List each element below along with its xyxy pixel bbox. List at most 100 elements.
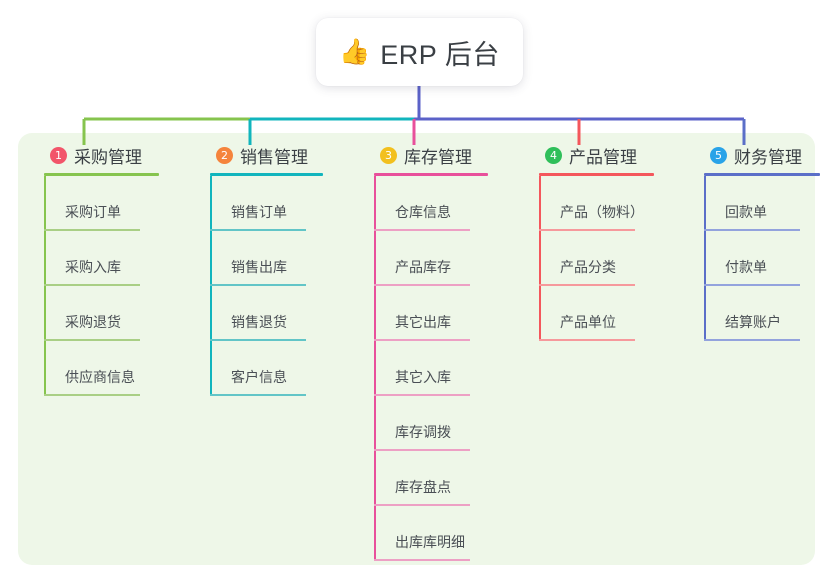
branch-item-rule <box>44 339 140 341</box>
branch-item[interactable]: 库存调拨 <box>362 396 488 451</box>
branch-item-label: 产品分类 <box>560 259 616 275</box>
branch-title: 销售管理 <box>240 147 308 167</box>
branch-item[interactable]: 库存盘点 <box>362 451 488 506</box>
branch-item-label: 仓库信息 <box>395 204 451 220</box>
branch-item[interactable]: 客户信息 <box>198 341 323 396</box>
branch-spine <box>374 176 376 561</box>
branch-spine <box>44 176 46 396</box>
branch-header-rule <box>44 173 159 176</box>
branch-item-label: 产品单位 <box>560 314 616 330</box>
branch-item-label: 销售订单 <box>231 204 287 220</box>
branch-item-rule <box>374 339 470 341</box>
branch-spine <box>210 176 212 396</box>
branch-item-label: 回款单 <box>725 204 767 220</box>
branch-number-badge: 3 <box>380 146 397 164</box>
branch-item-list: 产品（物料） 产品分类产品单位 <box>527 176 654 341</box>
branch-item-list: 仓库信息产品库存其它出库其它入库库存调拨库存盘点出库库明细 <box>362 176 488 561</box>
branch-item-label: 销售出库 <box>231 259 287 275</box>
branch-header-4[interactable]: 4 产品管理 <box>527 142 654 168</box>
branch-column-5: 5 财务管理回款单付款单结算账户 <box>692 142 820 341</box>
branch-item-rule <box>539 229 635 231</box>
branch-item-label: 销售退货 <box>231 314 287 330</box>
branch-item[interactable]: 其它入库 <box>362 341 488 396</box>
branch-header-1[interactable]: 1 采购管理 <box>32 142 159 168</box>
branch-item[interactable]: 结算账户 <box>692 286 820 341</box>
root-node-title: ERP 后台 <box>380 39 500 70</box>
branch-item[interactable]: 供应商信息 <box>32 341 159 396</box>
branch-item-rule <box>374 394 470 396</box>
branch-item[interactable]: 销售订单 <box>198 176 323 231</box>
branch-spine <box>539 176 541 341</box>
branch-item-label: 采购订单 <box>65 204 121 220</box>
branch-item-rule <box>44 394 140 396</box>
branch-item-label: 付款单 <box>725 259 767 275</box>
branch-item-rule <box>210 394 306 396</box>
branch-item-rule <box>44 284 140 286</box>
branch-item[interactable]: 采购退货 <box>32 286 159 341</box>
branch-item[interactable]: 产品库存 <box>362 231 488 286</box>
branch-item-label: 库存盘点 <box>395 479 451 495</box>
branch-item-rule <box>539 339 635 341</box>
branch-header-3[interactable]: 3 库存管理 <box>362 142 488 168</box>
branch-item[interactable]: 采购订单 <box>32 176 159 231</box>
branch-item-rule <box>210 229 306 231</box>
branch-item-label: 结算账户 <box>725 314 781 330</box>
branch-item[interactable]: 仓库信息 <box>362 176 488 231</box>
branch-item-list: 采购订单采购入库采购退货供应商信息 <box>32 176 159 396</box>
branch-title: 采购管理 <box>74 147 142 167</box>
branch-item[interactable]: 付款单 <box>692 231 820 286</box>
branch-item-rule <box>210 284 306 286</box>
branch-header-rule <box>210 173 323 176</box>
branch-item-label: 客户信息 <box>231 369 287 385</box>
branch-number-badge: 2 <box>216 146 233 164</box>
branch-item-rule <box>374 449 470 451</box>
branch-item-rule <box>374 504 470 506</box>
branch-item-rule <box>704 339 800 341</box>
branch-header-5[interactable]: 5 财务管理 <box>692 142 820 168</box>
branch-item-label: 库存调拨 <box>395 424 451 440</box>
branch-item-rule <box>704 229 800 231</box>
branch-item-label: 产品库存 <box>395 259 451 275</box>
branch-item-label: 采购退货 <box>65 314 121 330</box>
branch-spine <box>704 176 706 341</box>
branch-number-badge: 4 <box>545 146 562 164</box>
branch-item-label: 其它出库 <box>395 314 451 330</box>
branch-item-rule <box>374 229 470 231</box>
branch-item[interactable]: 出库库明细 <box>362 506 488 561</box>
branch-item-rule <box>44 229 140 231</box>
branch-item[interactable]: 产品单位 <box>527 286 654 341</box>
branch-number-badge: 5 <box>710 146 727 164</box>
thumbs-up-icon: 👍 <box>339 37 371 66</box>
diagram-panel <box>18 133 815 565</box>
branch-item-label: 采购入库 <box>65 259 121 275</box>
branch-item-rule <box>539 284 635 286</box>
branch-column-3: 3 库存管理仓库信息产品库存其它出库其它入库库存调拨库存盘点出库库明细 <box>362 142 488 561</box>
branch-item-rule <box>374 559 470 561</box>
branch-header-rule <box>539 173 654 176</box>
branch-item-label: 其它入库 <box>395 369 451 385</box>
branch-item[interactable]: 采购入库 <box>32 231 159 286</box>
branch-title: 库存管理 <box>404 147 472 167</box>
branch-header-2[interactable]: 2 销售管理 <box>198 142 323 168</box>
branch-title: 产品管理 <box>569 147 637 167</box>
branch-number-badge: 1 <box>50 146 67 164</box>
branch-column-2: 2 销售管理销售订单销售出库销售退货客户信息 <box>198 142 323 396</box>
branch-item[interactable]: 销售出库 <box>198 231 323 286</box>
root-node[interactable]: 👍 ERP 后台 <box>316 18 523 86</box>
branch-item-rule <box>704 284 800 286</box>
branch-item-label: 出库库明细 <box>395 534 465 550</box>
branch-item[interactable]: 回款单 <box>692 176 820 231</box>
branch-item[interactable]: 产品分类 <box>527 231 654 286</box>
branch-header-rule <box>704 173 820 176</box>
branch-item-rule <box>210 339 306 341</box>
branch-header-rule <box>374 173 488 176</box>
branch-item[interactable]: 其它出库 <box>362 286 488 341</box>
branch-item-rule <box>374 284 470 286</box>
branch-item-label: 产品（物料） <box>560 204 644 220</box>
branch-item-list: 回款单付款单结算账户 <box>692 176 820 341</box>
branch-item[interactable]: 销售退货 <box>198 286 323 341</box>
branch-column-1: 1 采购管理采购订单采购入库采购退货供应商信息 <box>32 142 159 396</box>
branch-item[interactable]: 产品（物料） <box>527 176 654 231</box>
branch-title: 财务管理 <box>734 147 802 167</box>
